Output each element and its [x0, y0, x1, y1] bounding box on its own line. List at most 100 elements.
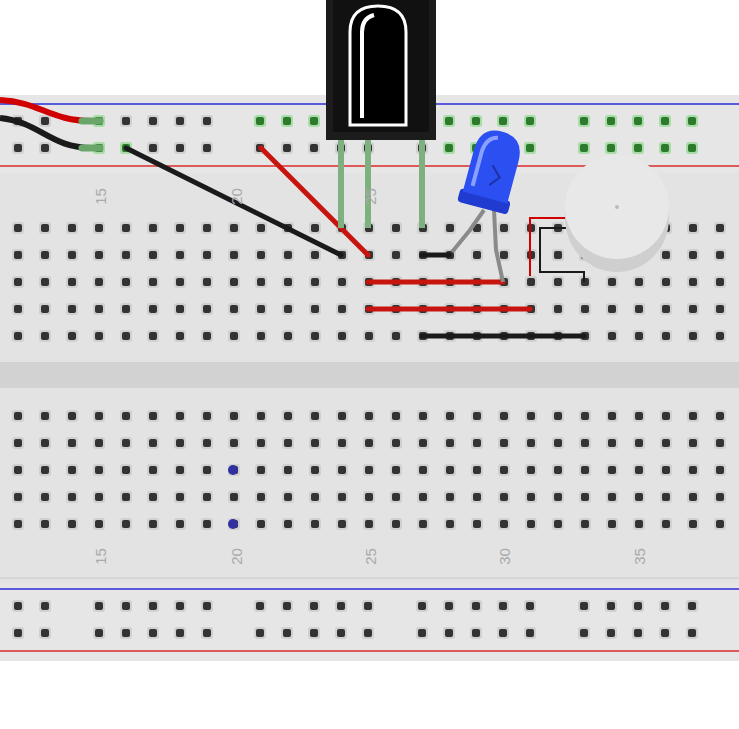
hole-surround — [120, 222, 132, 234]
dome-highlight — [362, 15, 374, 118]
hole — [392, 466, 400, 474]
hole — [635, 305, 643, 313]
hole — [364, 629, 372, 637]
hole — [95, 412, 103, 420]
hole-surround — [390, 410, 402, 422]
hole-surround — [228, 437, 240, 449]
hole — [716, 278, 724, 286]
hole-surround — [255, 249, 267, 261]
hole — [662, 412, 670, 420]
hole — [608, 305, 616, 313]
hole — [554, 466, 562, 474]
hole — [716, 224, 724, 232]
hole — [203, 117, 211, 125]
hole — [716, 332, 724, 340]
hole — [581, 439, 589, 447]
hole-surround — [552, 437, 564, 449]
hole-surround — [174, 303, 186, 315]
hole — [230, 412, 238, 420]
hole-surround — [39, 464, 51, 476]
hole-surround — [174, 410, 186, 422]
hole — [689, 520, 697, 528]
hole-surround — [282, 518, 294, 530]
hole-surround — [525, 491, 537, 503]
hole — [122, 629, 130, 637]
wire-tip — [82, 145, 100, 152]
hole-surround — [66, 491, 78, 503]
hole-surround — [39, 437, 51, 449]
hole-surround — [309, 276, 321, 288]
hole-surround — [686, 600, 698, 612]
hole — [95, 224, 103, 232]
hole — [661, 629, 669, 637]
hole-surround — [336, 518, 348, 530]
hole — [500, 224, 508, 232]
hole — [230, 305, 238, 313]
hole — [283, 144, 291, 152]
hole — [41, 278, 49, 286]
ir-receiver-body — [326, 0, 436, 140]
hole-surround — [632, 142, 644, 154]
hole-surround — [606, 491, 618, 503]
hole — [311, 224, 319, 232]
hole — [716, 466, 724, 474]
hole — [176, 224, 184, 232]
hole — [284, 412, 292, 420]
wire-tip — [82, 118, 100, 125]
hole-surround — [470, 627, 482, 639]
hole — [581, 305, 589, 313]
hole — [203, 251, 211, 259]
hole-surround — [174, 491, 186, 503]
hole — [418, 629, 426, 637]
hole-surround — [120, 600, 132, 612]
hole — [445, 602, 453, 610]
hole-surround — [714, 410, 726, 422]
hole — [526, 602, 534, 610]
hole — [473, 466, 481, 474]
hole-surround — [120, 303, 132, 315]
hole-surround — [147, 142, 159, 154]
hole — [311, 305, 319, 313]
hole-surround — [174, 437, 186, 449]
hole — [176, 251, 184, 259]
column-number: 15 — [92, 548, 107, 565]
hole — [284, 493, 292, 501]
hole — [527, 439, 535, 447]
hole-surround — [363, 464, 375, 476]
column-number: 15 — [92, 188, 107, 205]
hole — [230, 251, 238, 259]
hole — [500, 439, 508, 447]
hole — [662, 305, 670, 313]
hole-surround — [632, 627, 644, 639]
hole — [311, 520, 319, 528]
hole — [689, 439, 697, 447]
hole — [446, 520, 454, 528]
hole — [662, 520, 670, 528]
hole — [662, 251, 670, 259]
hole-surround — [39, 115, 51, 127]
hole-surround — [633, 303, 645, 315]
hole — [41, 602, 49, 610]
hole-surround — [579, 518, 591, 530]
hole-surround — [174, 330, 186, 342]
hole — [68, 332, 76, 340]
hole-surround — [120, 249, 132, 261]
hole-surround — [282, 464, 294, 476]
hole-surround — [525, 518, 537, 530]
hole — [68, 278, 76, 286]
hole — [445, 117, 453, 125]
hole-surround — [336, 303, 348, 315]
hole-surround — [498, 222, 510, 234]
hole-surround — [417, 464, 429, 476]
hole — [284, 251, 292, 259]
hole — [500, 493, 508, 501]
hole-surround — [66, 303, 78, 315]
hole-surround — [606, 518, 618, 530]
hole — [311, 412, 319, 420]
hole-surround — [687, 303, 699, 315]
hole — [14, 305, 22, 313]
hole — [338, 520, 346, 528]
ground-wire — [0, 118, 92, 148]
hole-surround — [174, 627, 186, 639]
